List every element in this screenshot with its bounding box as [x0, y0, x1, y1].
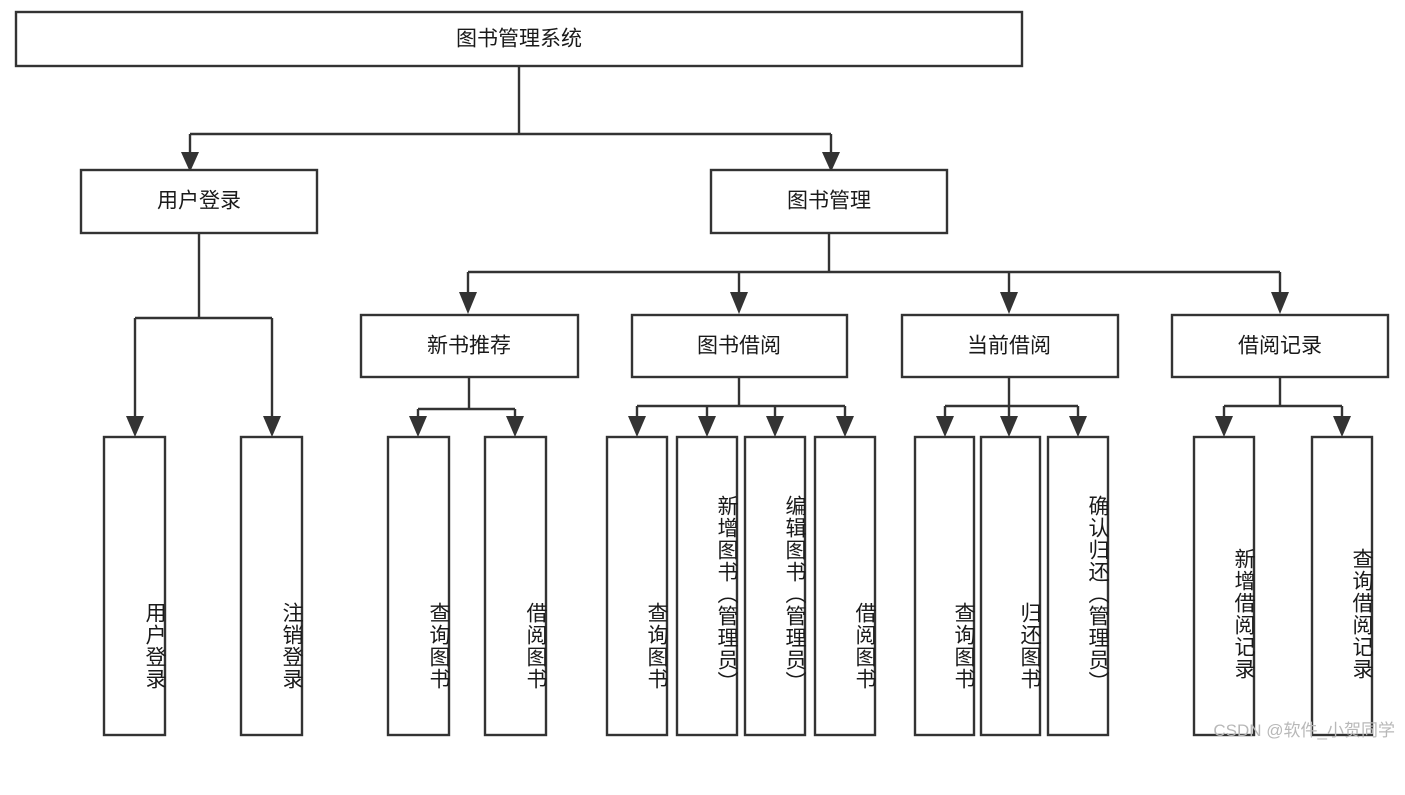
arrowhead-book-management	[822, 152, 840, 172]
node-user-login[interactable]	[79, 168, 319, 235]
leaf-box-cb-query-book[interactable]	[913, 435, 976, 737]
leaf-box-nbr-borrow-book[interactable]	[483, 435, 548, 737]
tree-diagram-canvas: 图书管理系统 用户登录 图书管理 新书推荐 图书借阅 当前借阅 借阅记录	[14, 10, 1390, 737]
node-book-management[interactable]	[709, 168, 949, 235]
arrowhead-leaf-cb-query	[936, 416, 954, 437]
arrowhead-user-login	[181, 152, 199, 172]
arrowhead-leaf-bb-borrow	[836, 416, 854, 437]
node-new-book-recommend[interactable]	[359, 313, 580, 379]
arrowhead-leaf-bb-edit	[766, 416, 784, 437]
node-borrow-record[interactable]	[1170, 313, 1390, 379]
arrowhead-leaf-br-query	[1333, 416, 1351, 437]
leaf-box-bb-add-book[interactable]	[675, 435, 739, 737]
leaf-box-cb-confirm-return[interactable]	[1046, 435, 1110, 737]
arrowhead-leaf-bb-add	[698, 416, 716, 437]
node-new-book-recommend-label: 新书推荐	[427, 335, 511, 358]
arrowhead-leaf-nbr-borrow	[506, 416, 524, 437]
arrowhead-leaf-cb-return	[1000, 416, 1018, 437]
leaf-box-bb-borrow-book[interactable]	[813, 435, 877, 737]
leaf-box-logout[interactable]	[239, 435, 304, 737]
arrowhead-leaf-logout	[263, 416, 281, 437]
arrowhead-leaf-br-add	[1215, 416, 1233, 437]
leaf-box-bb-edit-book[interactable]	[743, 435, 807, 737]
connector-group-borrow-record-to-leaves	[1215, 377, 1351, 437]
node-book-borrow[interactable]	[630, 313, 849, 379]
connector-group-new-book-recommend-to-leaves	[409, 377, 524, 437]
leaf-box-br-query-record[interactable]	[1310, 435, 1374, 737]
node-root[interactable]	[14, 10, 1024, 68]
arrowhead-leaf-cb-confirm	[1069, 416, 1087, 437]
arrowhead-borrow-record	[1271, 292, 1289, 314]
node-current-borrow[interactable]	[900, 313, 1120, 379]
leaf-box-br-add-record[interactable]	[1192, 435, 1256, 737]
arrowhead-current-borrow	[1000, 292, 1018, 314]
leaf-box-nbr-query-book[interactable]	[386, 435, 451, 737]
connector-group-book-borrow-to-leaves	[628, 377, 854, 437]
watermark: CSDN @软件_小贺同学	[1213, 721, 1395, 740]
arrowhead-book-borrow	[730, 292, 748, 314]
book-management-system-diagram: 图书管理系统 用户登录 图书管理 新书推荐 图书借阅 当前借阅 借阅记录	[14, 10, 1395, 740]
connector-group-root-to-level2	[181, 66, 840, 172]
leaf-box-user-login[interactable]	[102, 435, 167, 737]
arrowhead-leaf-user-login	[126, 416, 144, 437]
node-book-borrow-label: 图书借阅	[697, 335, 781, 358]
connector-group-current-borrow-to-leaves	[936, 377, 1087, 437]
leaf-box-bb-query-book[interactable]	[605, 435, 669, 737]
arrowhead-leaf-bb-query	[628, 416, 646, 437]
node-root-label: 图书管理系统	[456, 28, 582, 51]
node-borrow-record-label: 借阅记录	[1238, 335, 1322, 358]
node-current-borrow-label: 当前借阅	[967, 335, 1051, 358]
node-user-login-label: 用户登录	[157, 190, 241, 213]
leaf-box-cb-return-book[interactable]	[979, 435, 1042, 737]
arrowhead-leaf-nbr-query	[409, 416, 427, 437]
node-book-management-label: 图书管理	[787, 190, 871, 213]
connector-group-book-management-to-level3	[459, 233, 1289, 314]
connector-group-user-login-to-leaves	[126, 233, 281, 437]
arrowhead-new-book-recommend	[459, 292, 477, 314]
